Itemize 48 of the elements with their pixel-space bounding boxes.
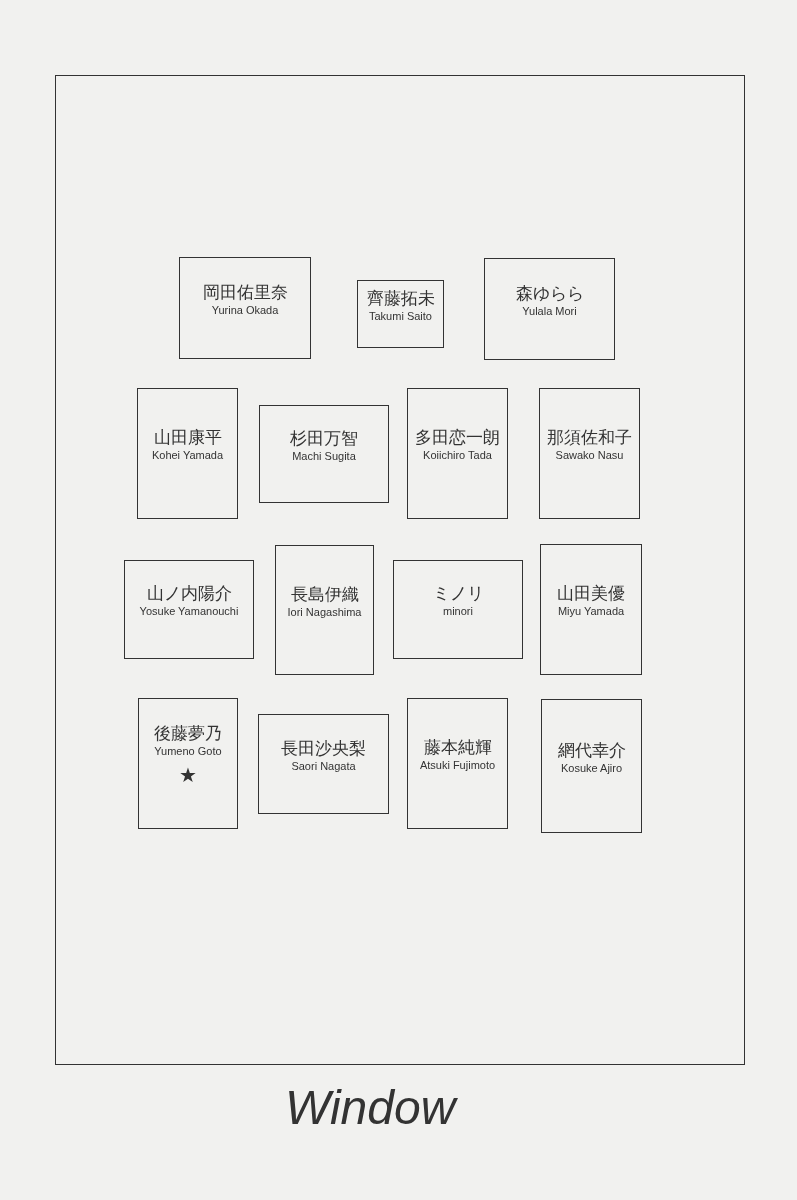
name-text: 山田康平 [153, 426, 222, 449]
seat-box [179, 257, 311, 359]
romanized-name: Atsuki Fujimoto [419, 758, 496, 773]
romanized-name: Miyu Yamada [557, 604, 625, 619]
romanized-name: Yurina Okada [211, 302, 279, 318]
romanized-name: Sawako Nasu [555, 448, 624, 463]
name-text: 山田美優 [557, 582, 625, 605]
name-text: 長島伊織 [290, 582, 359, 605]
romanized-name: Iori Nagashima [287, 604, 362, 620]
name-text: 網代幸介 [557, 738, 626, 761]
seat-box [540, 544, 642, 675]
name-text: 後藤夢乃 [154, 722, 222, 745]
room-outline [55, 75, 745, 1065]
name-text: 長田沙央梨 [281, 736, 366, 759]
name-text: 多田恋一朗 [415, 426, 500, 449]
seat-box [407, 698, 508, 829]
romanized-name: Takumi Saito [369, 308, 432, 324]
romanized-name: Yumeno Goto [154, 744, 222, 759]
window-label: Window [285, 1080, 456, 1135]
romanized-name: Yulala Mori [522, 303, 577, 319]
seat-box [138, 698, 238, 829]
seat-box [137, 388, 238, 519]
seat-box [258, 714, 389, 814]
name-text: 齊藤拓未 [366, 286, 435, 309]
name-text: 山ノ内陽介 [146, 582, 232, 605]
seat-box [539, 388, 640, 519]
seat-box [275, 545, 374, 675]
seat-box [357, 280, 444, 348]
romanized-name: minori [443, 604, 473, 619]
romanized-name: Saori Nagata [291, 758, 356, 774]
name-text: 岡田佑里奈 [202, 280, 288, 303]
seat-box [124, 560, 254, 659]
romanized-name: Machi Sugita [292, 448, 356, 464]
star-mark: ★ [179, 762, 197, 787]
seat-box [484, 258, 615, 360]
romanized-name: Yosuke Yamanouchi [139, 604, 239, 619]
seat-box [259, 405, 389, 503]
seat-box [393, 560, 523, 659]
seat-box [541, 699, 642, 833]
romanized-name: Kosuke Ajiro [560, 760, 623, 776]
romanized-name: Koiichiro Tada [423, 448, 492, 463]
name-text: 藤本純輝 [423, 736, 492, 759]
name-text: 森ゆらら [515, 281, 584, 304]
name-text: 那須佐和子 [547, 426, 632, 449]
name-text: ミノリ [432, 582, 484, 605]
seat-box [407, 388, 508, 519]
romanized-name: Kohei Yamada [151, 448, 224, 463]
name-text: 杉田万智 [290, 426, 358, 449]
